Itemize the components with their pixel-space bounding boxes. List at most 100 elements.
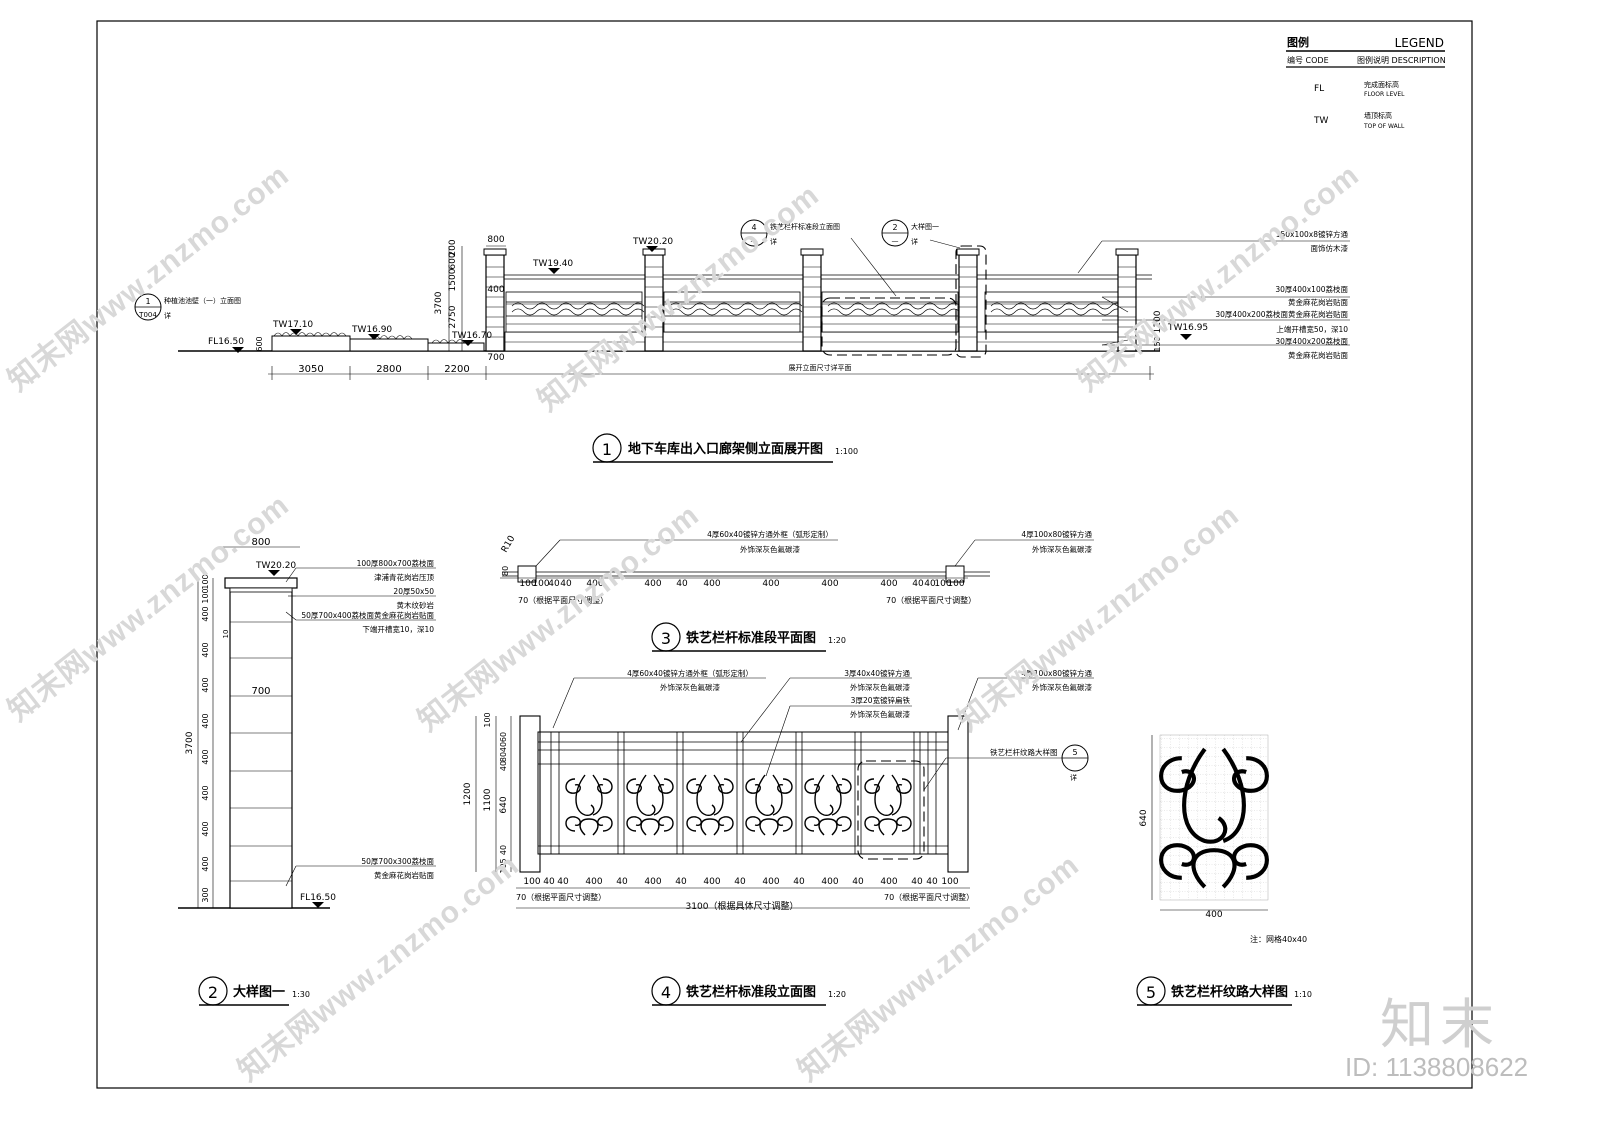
d4-dims-bottom: 100 40 40 400 40 400 40 400 40 400 40 40… [523,877,958,887]
d1-dim-200: 200 [448,239,458,256]
d2-note-groove: 下端开槽宽10，深10 [362,624,434,634]
d3-dim-80: 80 [501,566,510,576]
d4-note-frame: 4厚60x40镀锌方通外框（弧形定制） [627,668,753,678]
d1-note-coping: 30厚400x100荔枝面 [1275,284,1348,294]
d2-dim-400h: 400 [201,856,210,871]
d4-dim-b5: 400 [644,877,661,887]
d4-note-tube: 3厚40x40镀锌方通 [844,668,910,678]
d5-dim-640: 640 [1139,809,1149,826]
d4-detail-num: 5 [1072,748,1077,757]
d1-title-num: 1 [602,440,612,459]
d1-dim-600a: 600 [448,252,458,269]
d1-level-tw1670: TW16.70 [451,331,492,341]
d2-level-fl1650: FL16.50 [300,893,336,903]
d4-title-num: 4 [661,983,671,1002]
d1-dim-3050: 3050 [298,364,323,375]
d4-note-tube-finish: 外饰深灰色氟碳漆 [850,682,910,692]
d4-dim-b2: 40 [557,877,569,887]
d4-note-post-finish: 外饰深灰色氟碳漆 [1032,682,1092,692]
d2-note-coping: 100厚800x700荔枝面 [357,558,435,568]
d4-dim-b8: 40 [734,877,746,887]
d5-note: 注：网格40x40 [1250,934,1307,944]
d3-dim-40d: 40 [912,579,924,589]
d1-level-tw1710: TW17.10 [272,320,313,330]
d2-scale: 1:30 [292,990,310,999]
d1-note-tube-finish: 面饰仿木漆 [1311,243,1349,253]
d3-title: 铁艺栏杆标准段平面图 [685,630,816,646]
image-id-watermark: ID: 1138808622 [1345,1052,1529,1082]
d1-scale: 1:100 [835,447,858,456]
d3-dim-100d: 100 [947,579,964,589]
d2-level-tw2020: TW20.20 [255,561,296,571]
legend-desc-fl-cn: 完成面标高 [1364,80,1399,89]
d3-dim-100b: 100 [532,579,549,589]
legend-desc-header: 图例说明 DESCRIPTION [1357,55,1446,65]
d4-note-post: 4厚100x80镀锌方通 [1021,668,1092,678]
d3-radius: R10 [500,534,518,555]
d4-dim-b15: 40 [926,877,938,887]
d3-dim-400d: 400 [762,579,779,589]
d3-dim-40b: 40 [560,579,572,589]
d1-dim-3700: 3700 [434,291,444,314]
drawing-2-pier-detail: 800 700 3700 100 100 400 400 400 400 400… [178,537,436,1006]
d4-note-frame-finish: 外饰深灰色氟碳漆 [660,682,720,692]
d3-dim-400c: 400 [703,579,720,589]
d2-dim-400e: 400 [201,749,210,764]
sheet-frame [96,20,1473,1089]
d2-note-base: 50厚700x300荔枝面 [361,856,434,866]
d4-dim-640: 640 [499,796,509,813]
d2-note-band: 20厚50x50 [393,587,434,596]
d1-ref1-sheet: T004 [138,311,157,319]
d5-title: 铁艺栏杆纹路大样图 [1170,984,1288,1000]
d1-dim-1500: 1500 [448,268,458,291]
d4-dim-80: 80 [499,752,508,762]
legend-code-header: 编号 CODE [1287,55,1329,65]
d1-note-cladding: 30厚400x200荔枝面黄金麻花岗岩贴面 [1215,309,1348,319]
d1-note-base-finish: 黄金麻花岗岩贴面 [1288,350,1348,360]
d1-ref2-sheet: — [892,237,899,245]
d2-dim-100a: 100 [201,574,210,589]
legend-panel: 图例 LEGEND 编号 CODE 图例说明 DESCRIPTION FL 完成… [1286,35,1446,130]
d4-dim-100: 100 [483,712,492,727]
d2-note-band-stone: 黄木纹砂岩 [397,600,435,610]
legend-code-tw: TW [1313,116,1328,126]
d3-scale: 1:20 [828,636,846,645]
drawing-3-railing-plan: R10 80 100 100 40 40 400 400 40 400 400 … [500,529,1094,652]
d2-dim-800: 800 [251,537,270,548]
d4-dim-b9: 400 [762,877,779,887]
d4-detail-label: 铁艺栏杆纹路大样图 [990,747,1058,757]
d1-dim-400: 400 [487,285,504,295]
d1-dim-800: 800 [487,235,504,245]
d4-dim-b12: 40 [852,877,864,887]
d1-dim-2800: 2800 [376,364,401,375]
d4-dim-105: 105 [499,858,508,873]
d2-note-cladding: 50厚700x400荔枝面黄金麻花岗岩贴面 [301,610,434,620]
d1-ref1-label: 种植池池壁（一）立面图 [164,296,241,305]
d2-dim-300: 300 [201,887,210,902]
d2-dim-400c: 400 [201,677,210,692]
d4-total: 3100（根据具体尺寸调整） [686,900,799,912]
d4-dim-b13: 400 [880,877,897,887]
d2-dim-400f: 400 [201,785,210,800]
d1-ref4-suffix: 详 [770,237,777,246]
d2-dim-400g: 400 [201,821,210,836]
d4-detail-suffix: 详 [1070,773,1077,782]
d2-note-base-stone: 黄金麻花岗岩贴面 [374,870,434,880]
d1-ref1-num: 1 [145,297,150,306]
d1-ref1-suffix: 详 [164,311,171,320]
d2-title: 大样图一 [233,984,285,1000]
d1-ref4-label: 铁艺栏杆标准段立面图 [770,222,840,231]
d1-note-base: 30厚400x200荔枝面 [1275,336,1348,346]
d4-dim-b0: 100 [523,877,540,887]
d1-note-tube: 150x100x8镀锌方通 [1276,229,1349,239]
d2-dim-3700: 3700 [185,731,195,754]
d4-dim-b4: 40 [616,877,628,887]
d4-dim-60: 60 [499,732,508,742]
d3-note-frame-finish: 外饰深灰色氟碳漆 [740,544,800,554]
d4-adj-left: 70（根据平面尺寸调整） [516,892,606,902]
drawing-5-pattern-detail: 640 400 注：网格40x40 5 铁艺栏杆纹路大样图 1:10 [1136,734,1312,1006]
d2-dim-100b: 100 [201,588,210,603]
d4-dim-b3: 400 [585,877,602,887]
d4-dim-b7: 400 [703,877,720,887]
